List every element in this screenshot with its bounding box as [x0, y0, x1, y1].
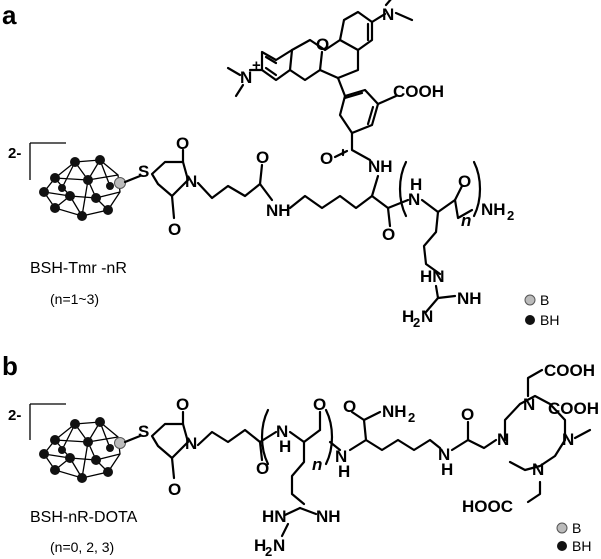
panel-b-atom-cooh1: COOH	[544, 361, 595, 380]
panel-b-atom-n-ring1: N	[497, 430, 509, 449]
panel-a-atom-o-mal-bot: O	[168, 220, 181, 239]
panel-a-atom-nh2: NH	[368, 157, 393, 176]
panel-a-atom-n-dimethyl: N	[382, 5, 394, 24]
panel-a-charge-bracket	[29, 142, 66, 180]
panel-a-atom-hn-gua: HN	[420, 267, 445, 286]
panel-a: a 2- S O N O	[2, 0, 559, 330]
panel-a-atom-nh2-sub: 2	[507, 208, 514, 223]
panel-b-atom-n-lys: N	[335, 447, 347, 466]
panel-a-n-subscript: n	[461, 211, 471, 230]
panel-b-atom-h2n-n: N	[273, 536, 285, 555]
panel-a-atom-h2n-sub: 2	[413, 315, 420, 330]
panel-a-atom-nh-gua: NH	[457, 289, 482, 308]
panel-b: b 2- S O N O	[2, 351, 599, 559]
panel-b-atom-n-gly: N	[438, 445, 450, 464]
panel-b-atom-h-lys: H	[338, 462, 350, 481]
panel-b-compound-name: BSH-nR-DOTA	[30, 509, 138, 526]
panel-b-charge-bracket	[29, 403, 66, 440]
panel-a-compound-name: BSH-Tmr -nR	[30, 260, 127, 277]
panel-b-atom-n-arg: N	[276, 422, 288, 441]
panel-a-legend-b-label: B	[540, 292, 549, 308]
panel-b-legend-bh-marker	[557, 541, 567, 551]
panel-b-legend-b-label: B	[572, 520, 581, 536]
panel-b-legend-b-marker	[556, 522, 568, 534]
panel-b-atom-n-ring3: N	[562, 430, 574, 449]
panel-a-carborane-cluster	[39, 155, 126, 221]
panel-a-letter: a	[2, 0, 17, 30]
panel-a-atom-n-plus: N	[240, 68, 252, 87]
panel-a-atom-o-amide1: O	[256, 148, 269, 167]
panel-a-atom-s: S	[138, 162, 149, 181]
panel-a-atom-o-xanthene: O	[316, 35, 329, 54]
panel-b-atom-hn-gua: HN	[262, 507, 287, 526]
panel-a-atom-cooh: COOH	[393, 82, 444, 101]
panel-b-atom-o-arg: O	[313, 395, 326, 414]
panel-a-atom-o-tmr: O	[320, 149, 333, 168]
panel-b-atom-n-ring2: N	[523, 395, 535, 414]
panel-b-atom-o-c: O	[256, 459, 269, 478]
panel-b-atom-n-mal: N	[185, 434, 197, 453]
panel-b-atom-nh2-sub: 2	[408, 410, 415, 425]
panel-b-atom-hooc: HOOC	[462, 497, 513, 516]
panel-b-atom-n-ring4: N	[532, 460, 544, 479]
panel-a-atom-o-amide2: O	[382, 225, 395, 244]
panel-b-atom-h2n-h: H	[254, 536, 266, 555]
panel-b-atom-s: S	[138, 422, 149, 441]
panel-a-atom-n-plus-sign: +	[252, 57, 261, 74]
panel-a-n-range: (n=1~3)	[50, 291, 99, 307]
panel-a-atom-h2n-h: H	[402, 307, 414, 326]
panel-b-atom-h-gly: H	[441, 460, 453, 479]
panel-a-atom-o-arg: O	[458, 172, 471, 191]
panel-a-legend-bh-marker	[525, 315, 535, 325]
panel-a-atom-n-mal: N	[185, 172, 197, 191]
panel-a-atom-nh2-terminal: NH	[481, 200, 506, 219]
panel-b-atom-o-mal-top: O	[176, 395, 189, 414]
panel-a-legend-b-marker	[524, 294, 536, 306]
panel-a-legend-bh-label: BH	[540, 312, 559, 328]
panel-b-atom-o-gly: O	[461, 405, 474, 424]
panel-b-atom-o-mal-bot: O	[168, 480, 181, 499]
panel-b-n-subscript: n	[312, 455, 322, 474]
panel-b-atom-nh2: NH	[382, 402, 407, 421]
panel-b-atom-h-arg: H	[279, 437, 291, 456]
panel-a-atom-o-mal-top: O	[176, 134, 189, 153]
panel-a-charge: 2-	[8, 145, 21, 162]
panel-a-atom-h-arg: H	[410, 175, 422, 194]
panel-b-atom-o-lys: O	[343, 397, 356, 416]
panel-b-atom-cooh2: COOH	[548, 399, 599, 418]
panel-b-n-range: (n=0, 2, 3)	[50, 539, 114, 555]
panel-b-atom-h2n-sub: 2	[265, 544, 272, 559]
panel-a-atom-h2n-n: N	[421, 307, 433, 326]
panel-b-letter: b	[2, 351, 18, 381]
panel-b-charge: 2-	[8, 407, 21, 424]
panel-a-atom-nh1: NH	[266, 201, 291, 220]
panel-b-legend-bh-label: BH	[572, 538, 591, 554]
panel-b-carborane-cluster	[39, 417, 126, 483]
panel-a-atom-n-arg: N	[408, 190, 420, 209]
panel-b-atom-nh-gua: NH	[316, 507, 341, 526]
